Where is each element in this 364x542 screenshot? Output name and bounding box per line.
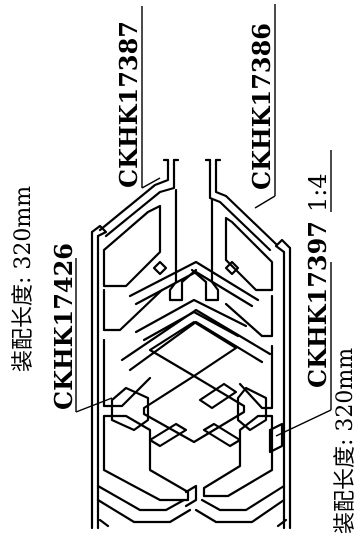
leader-line <box>254 195 276 209</box>
scale-label: 1:4 <box>304 173 332 212</box>
leader-line <box>275 409 332 437</box>
profile-cross-section <box>90 158 292 530</box>
part-number-top-right: CKHK17386 <box>247 23 276 190</box>
part-number-lower-right: CKHK17397 <box>303 221 332 388</box>
part-number-lower-left: CKHK17426 <box>49 243 78 410</box>
assembly-length-left: 装配长度: 320mm <box>11 186 36 372</box>
part-number-top-left: CKHK17387 <box>114 21 143 188</box>
assembly-length-right: 装配长度: 320mm <box>333 348 358 534</box>
leader-line <box>75 397 113 413</box>
leader-line <box>141 177 161 189</box>
